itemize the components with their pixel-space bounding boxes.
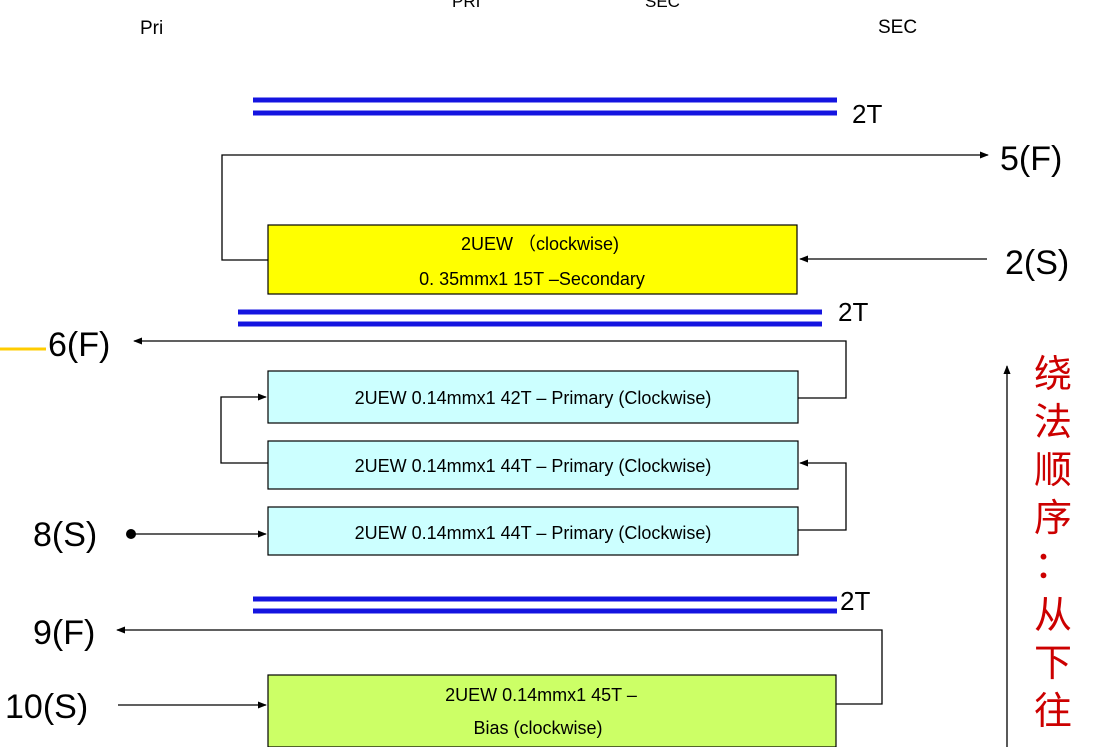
sec-top-cut-label: SEC — [645, 0, 680, 11]
pin-9-label: 9(F) — [33, 614, 95, 652]
wire-pin5 — [221, 151, 989, 261]
primary-winding-box-2 — [267, 440, 799, 490]
wire-pin9 — [116, 626, 883, 705]
pin-5-label: 5(F) — [1000, 140, 1062, 178]
note-char-5: ： — [1034, 543, 1072, 587]
note-char-8: 往 — [1034, 689, 1072, 733]
primary-winding-2-label: 2UEW 0.14mmx1 44T – Primary (Clockwise) — [355, 456, 712, 476]
sec-header-label: SEC — [878, 17, 917, 38]
wire-pin6 — [133, 337, 847, 399]
pri-header-label: Pri — [140, 18, 163, 39]
bias-winding-box — [267, 674, 837, 747]
note-char-7: 下 — [1034, 641, 1072, 685]
pri-top-cut-label: PRI — [452, 0, 480, 11]
primary-winding-box-1 — [267, 370, 799, 424]
insulation-tape-bottom — [253, 596, 837, 614]
bias-winding-line2: Bias (clockwise) — [473, 718, 602, 738]
wire-primary-link-left — [220, 393, 268, 464]
tape-label-middle: 2T — [838, 297, 868, 327]
wire-primary-link-right — [798, 459, 847, 531]
primary-winding-box-3 — [267, 506, 799, 556]
bias-winding-line1: 2UEW 0.14mmx1 45T – — [445, 685, 637, 705]
secondary-winding-line2: 0. 35mmx1 15T –Secondary — [419, 269, 645, 289]
pin-2-label: 2(S) — [1005, 244, 1069, 282]
primary-winding-3-label: 2UEW 0.14mmx1 44T – Primary (Clockwise) — [355, 523, 712, 543]
primary-winding-1-label: 2UEW 0.14mmx1 42T – Primary (Clockwise) — [355, 388, 712, 408]
tape-label-top: 2T — [852, 99, 882, 129]
winding-order-note: 绕 法 顺 序 ： 从 下 往 — [1034, 352, 1072, 733]
note-char-3: 顺 — [1034, 448, 1072, 492]
insulation-tape-top — [253, 97, 837, 116]
tape-label-bottom: 2T — [840, 586, 870, 616]
note-char-2: 法 — [1034, 400, 1072, 444]
secondary-winding-line1: 2UEW （clockwise) — [461, 234, 619, 254]
pin-10-label: 10(S) — [5, 688, 88, 726]
note-char-1: 绕 — [1034, 352, 1072, 396]
pin-8-label: 8(S) — [33, 516, 97, 554]
insulation-tape-middle — [238, 309, 822, 327]
note-char-6: 从 — [1034, 593, 1072, 637]
pin-6-label: 6(F) — [48, 326, 110, 364]
secondary-winding-box — [267, 224, 798, 295]
note-char-4: 序 — [1034, 496, 1072, 540]
